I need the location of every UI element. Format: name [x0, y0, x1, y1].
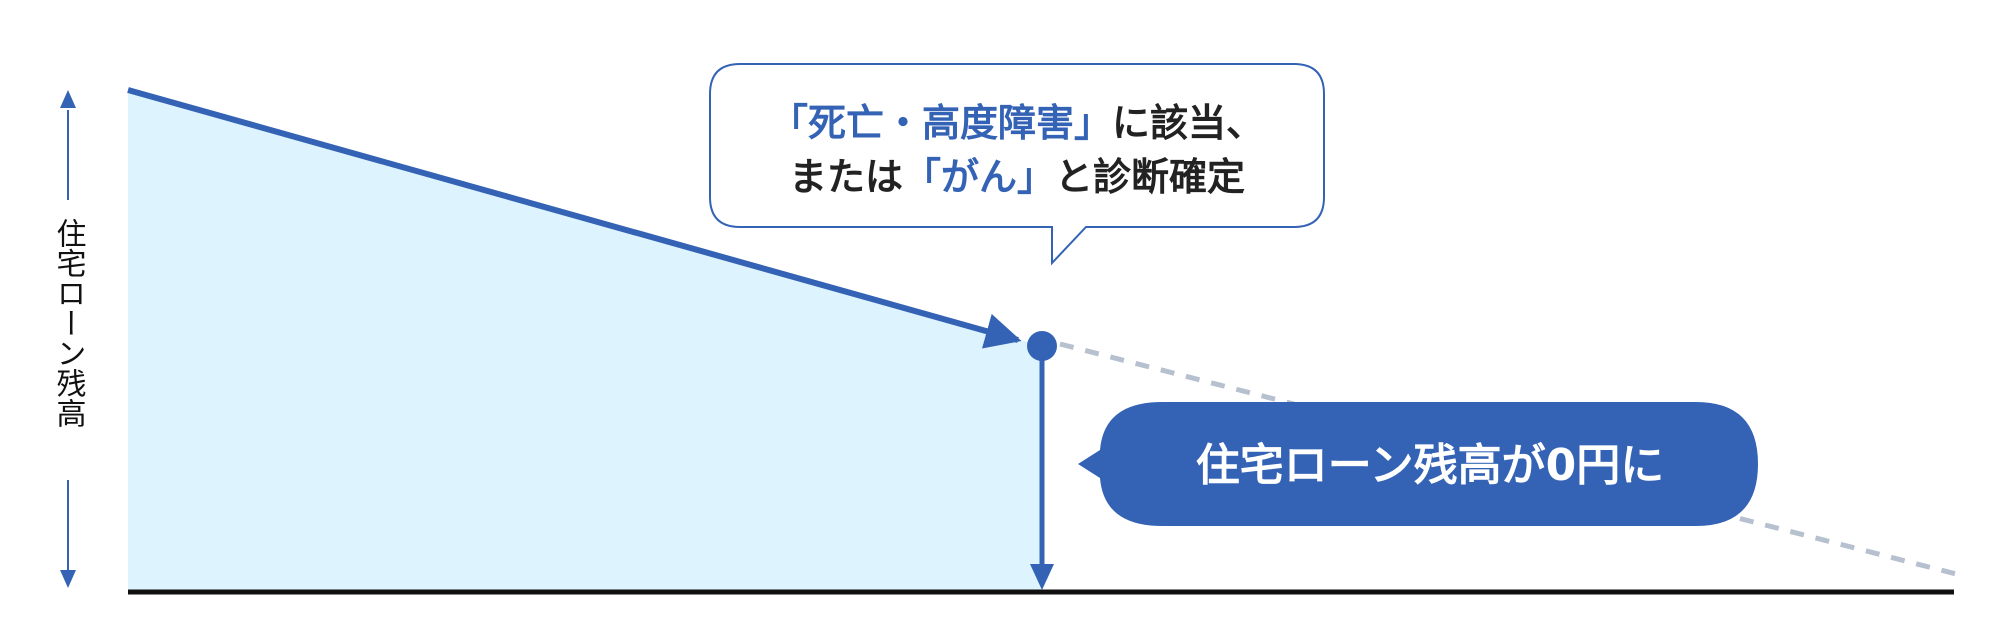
y-axis-label: 住宅ローン残高	[51, 218, 87, 428]
event-callout: 「死亡・高度障害」に該当、 または「がん」と診断確定	[709, 63, 1325, 266]
arrow-down-icon	[1030, 564, 1054, 590]
loan-balance-area	[128, 90, 1042, 592]
loan-balance-line	[127, 87, 1022, 349]
arrow-up-icon	[60, 90, 76, 108]
y-axis-arrow	[60, 90, 76, 588]
event-callout-line1: 「死亡・高度障害」に該当、	[770, 101, 1264, 145]
arrow-down-icon	[60, 570, 76, 588]
result-callout-text: 住宅ローン残高が0円に	[1196, 440, 1664, 491]
result-callout: 住宅ローン残高が0円に	[1078, 402, 1758, 526]
event-callout-line2: または「がん」と診断確定	[789, 155, 1245, 199]
